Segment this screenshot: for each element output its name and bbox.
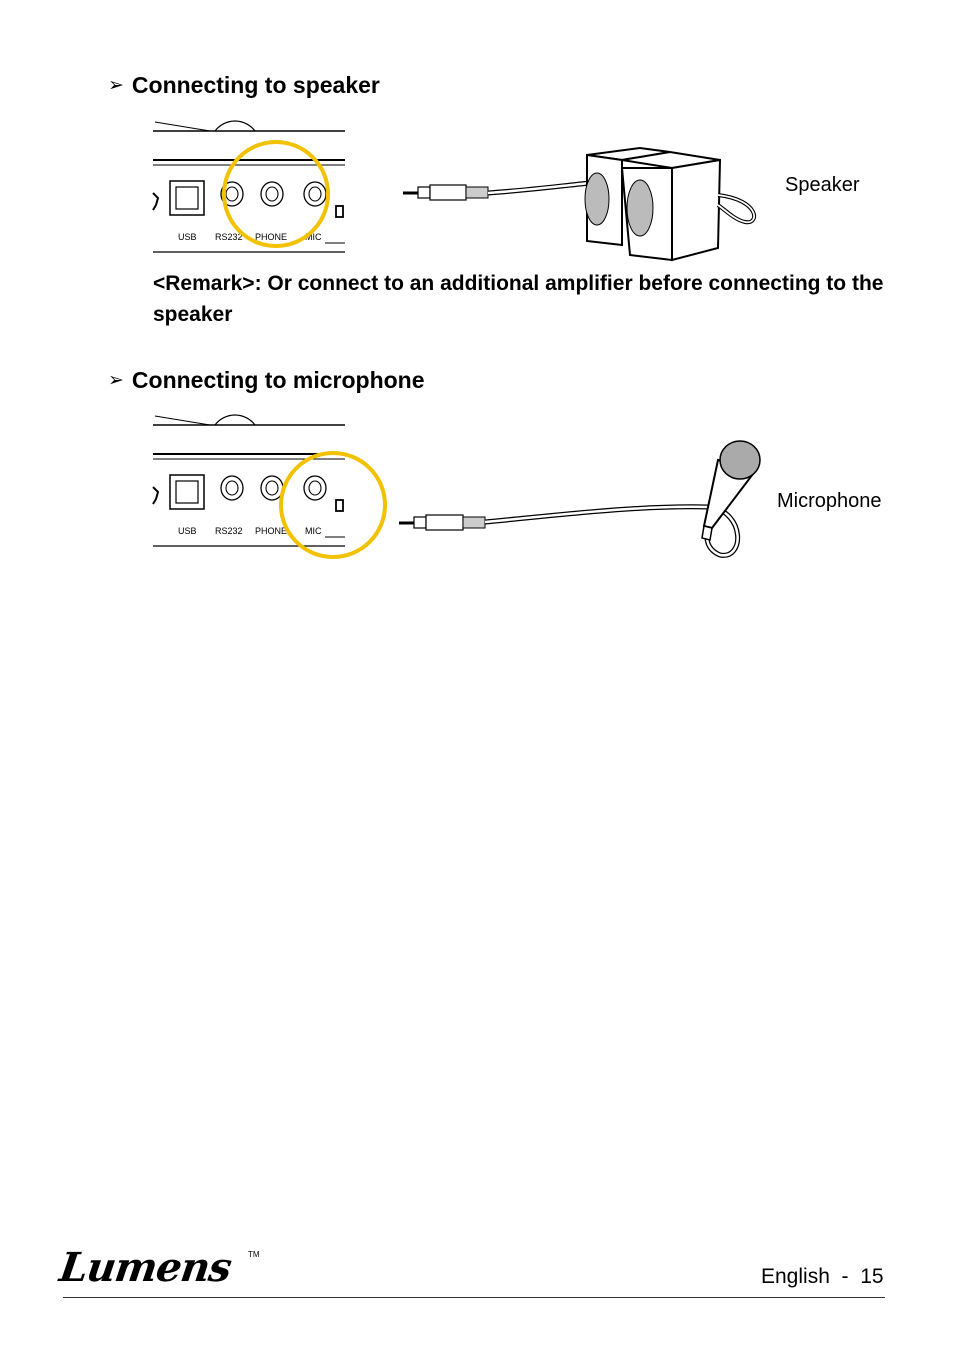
speaker-illustration: [584, 146, 757, 262]
audio-jack-cable: [403, 180, 591, 201]
phone-port-label: PHONE: [255, 232, 287, 242]
usb-port-label: USB: [178, 232, 197, 242]
footer-divider: [63, 1297, 885, 1298]
rear-panel-illustration-mic: USB RS232 PHONE MIC: [152, 414, 345, 547]
section-heading-speaker: ➢ Connecting to speaker: [108, 72, 380, 99]
heading-text: Connecting to speaker: [131, 72, 380, 98]
heading-text: Connecting to microphone: [131, 367, 425, 393]
mic-port-label: MIC: [305, 232, 322, 242]
remark-text: <Remark>: Or connect to an additional am…: [153, 272, 884, 326]
arrow-bullet-icon: ➢: [108, 75, 124, 96]
usb-port-label: USB: [178, 526, 197, 536]
highlight-circle-mic: [279, 451, 387, 559]
rs232-port-label: RS232: [215, 526, 243, 536]
mic-port-label: MIC: [305, 526, 322, 536]
section-heading-microphone: ➢ Connecting to microphone: [108, 367, 425, 394]
microphone-caption: Microphone: [777, 490, 882, 512]
lumens-logo: Lumens: [56, 1244, 234, 1291]
trademark-mark: TM: [248, 1250, 260, 1259]
rs232-port-label: RS232: [215, 232, 243, 242]
speaker-caption: Speaker: [785, 174, 860, 196]
arrow-bullet-icon: ➢: [108, 370, 124, 391]
microphone-illustration: [701, 440, 761, 541]
audio-jack-cable-mic: [399, 504, 741, 558]
phone-port-label: PHONE: [255, 526, 287, 536]
highlight-circle-phone: [222, 140, 330, 248]
page-number: English - 15: [761, 1265, 884, 1288]
rear-panel-illustration: USB RS232 PHONE MIC: [152, 120, 345, 253]
